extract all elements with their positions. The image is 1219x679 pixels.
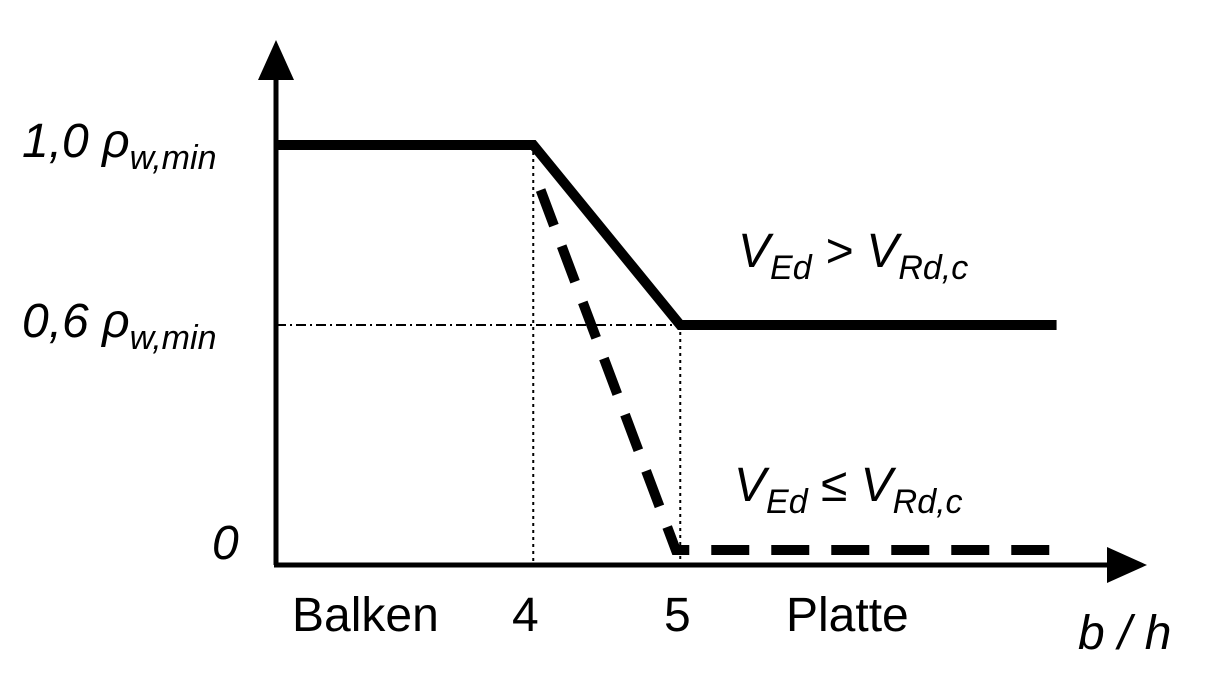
x-axis-label: b / h [1078,607,1172,660]
guide-lines [276,145,682,565]
y-axis-arrow [258,40,294,80]
x-axis-arrow [1107,547,1147,583]
region-label-platte: Platte [786,589,909,642]
series-label-solid: VEd > VRd,c [738,225,969,287]
y-tick-label-0: 0 [212,517,239,570]
region-label-balken: Balken [292,589,439,642]
series-line-solid [276,140,1057,330]
x-tick-label-4: 4 [512,589,539,642]
y-tick-label-0.6: 0,6 ρw,min [22,295,217,357]
series-label-dashed: VEd ≤ VRd,c [734,459,963,521]
y-tick-label-1: 1,0 ρw,min [22,115,217,177]
series-line-dashed [535,188,1057,555]
x-tick-label-5: 5 [664,589,691,642]
